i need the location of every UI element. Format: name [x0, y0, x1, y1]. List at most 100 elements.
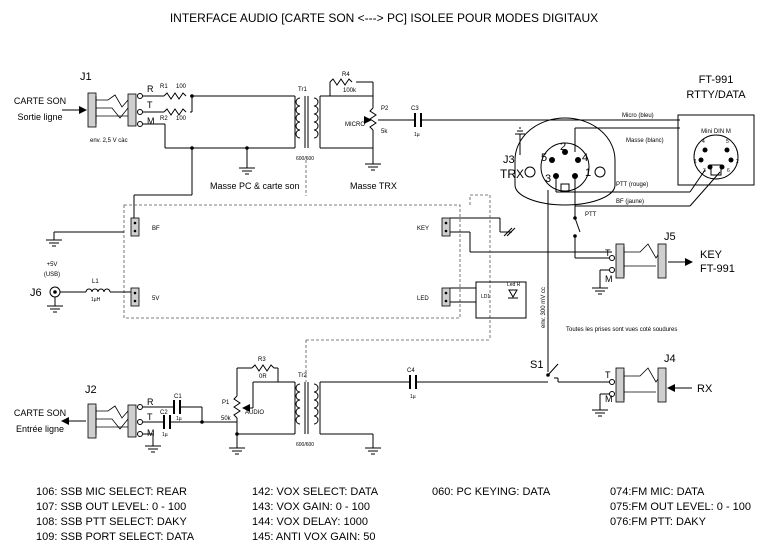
j2-sub: Entrée ligne — [16, 424, 64, 434]
settings-col-1: 106: SSB MIC SELECT: REAR 107: SSB OUT L… — [36, 486, 195, 543]
j1-jack — [62, 92, 137, 128]
setting-074: 074:FM MIC: DATA — [610, 486, 705, 498]
j5-pin-t: T — [605, 248, 611, 258]
led-name: Led R — [507, 282, 521, 288]
setting-106: 106: SSB MIC SELECT: REAR — [36, 486, 187, 498]
ac-level: env. 300 mV cc — [541, 287, 547, 328]
j4-pin-m: M — [605, 394, 613, 404]
j1-level: env. 2,5 V càc — [90, 138, 128, 144]
setting-145: 145: ANTI VOX GAIN: 50 — [252, 531, 376, 543]
p2-val: 5k — [381, 129, 388, 135]
j3-pin-5: 5 — [541, 152, 547, 164]
j1-name: CARTE SON — [14, 96, 66, 106]
setting-060: 060: PC KEYING: DATA — [432, 486, 551, 498]
p1-ref: P1 — [222, 400, 230, 406]
j5-ref: J5 — [664, 231, 676, 243]
l1-val: 1µH — [91, 297, 101, 303]
p1-potentiometer — [233, 395, 241, 419]
tr1-transformer — [294, 96, 321, 148]
j2-pin-m: M — [147, 428, 155, 438]
c4-val: 1µ — [410, 394, 416, 400]
j3-name: TRX — [500, 167, 524, 181]
l1-ref: L1 — [92, 279, 99, 285]
c2-ref: C2 — [160, 410, 168, 416]
j4-rx: RX — [697, 383, 713, 395]
r4-val: 100k — [343, 88, 357, 94]
j1-pin-t: T — [147, 100, 153, 110]
c1-ref: C1 — [174, 394, 182, 400]
c1-val: 1µ — [176, 416, 182, 422]
c4-ref: C4 — [407, 368, 415, 374]
ptt-switch — [574, 217, 581, 233]
p1-label: AUDIO — [245, 410, 264, 416]
j1-pin-m: M — [147, 116, 155, 126]
r2-resistor — [163, 108, 187, 116]
box-bf: BF — [152, 226, 160, 232]
j3-pin-3: 3 — [545, 173, 551, 185]
r3-val: 0R — [259, 374, 267, 380]
box-led: LED — [417, 296, 429, 302]
tr2-transformer — [294, 382, 321, 434]
note: Toutes les prises sont vues coté soudure… — [566, 327, 677, 333]
r3-ref: R3 — [258, 357, 266, 363]
tr1-ref: Tr1 — [298, 87, 307, 93]
j3-pin-4: 4 — [582, 152, 588, 164]
r3-resistor — [251, 364, 275, 372]
p2-ref: P2 — [381, 106, 389, 112]
j3-pin-2: 2 — [560, 141, 566, 153]
setting-107: 107: SSB OUT LEVEL: 0 - 100 — [36, 501, 186, 513]
masse-trx-label: Masse TRX — [350, 181, 397, 191]
j5-jack — [615, 243, 693, 279]
c3-val: 1µ — [414, 132, 420, 138]
box-key: KEY — [417, 226, 429, 232]
j4-ref: J4 — [664, 353, 676, 365]
c2-val: 1µ — [162, 432, 168, 438]
setting-109: 109: SSB PORT SELECT: DATA — [36, 531, 195, 543]
j3-din-connector — [514, 117, 616, 206]
cable-bf: BF (jaune) — [616, 199, 644, 205]
box-5v: 5V — [152, 296, 159, 302]
p1-val: 50k — [221, 416, 232, 422]
masse-pc-label: Masse PC & carte son — [210, 181, 300, 191]
j1-pin-r: R — [147, 84, 154, 94]
p2-potentiometer — [369, 107, 377, 131]
r4-resistor — [329, 78, 353, 86]
radio-model: FT-991 — [699, 74, 734, 86]
setting-076: 076:FM PTT: DAKY — [610, 516, 707, 528]
r1-resistor — [163, 92, 187, 100]
r2-ref: R2 — [160, 116, 168, 122]
tr2-val: 600/600 — [296, 442, 314, 448]
j6-ref: J6 — [30, 287, 42, 299]
j3-ref: J3 — [503, 154, 515, 166]
j2-jack — [61, 403, 137, 439]
mini-din-pin-6: 6 — [727, 168, 730, 174]
j2-name: CARTE SON — [14, 408, 66, 418]
mini-din-label: Mini DIN M — [701, 129, 731, 135]
tr1-val: 600/600 — [296, 156, 314, 162]
mini-din-pin-1: 1 — [694, 159, 697, 165]
c3-ref: C3 — [411, 106, 419, 112]
j1-ref: J1 — [80, 71, 92, 83]
setting-142: 142: VOX SELECT: DATA — [252, 486, 379, 498]
j5-key: KEY — [700, 249, 723, 261]
r4-ref: R4 — [342, 72, 350, 78]
mini-din-connector — [677, 114, 755, 186]
r1-ref: R1 — [160, 84, 168, 90]
cable-masse: Masse (blanc) — [626, 138, 664, 144]
mini-din-pin-4: 4 — [702, 139, 705, 145]
radio-mode: RTTY/DATA — [686, 89, 746, 101]
led-box — [475, 281, 527, 319]
j3-pin-1: 1 — [585, 167, 591, 179]
j6-supply: +5V — [47, 262, 58, 268]
j2-ref: J2 — [85, 384, 97, 396]
led-diode — [508, 289, 518, 299]
settings-col-2: 142: VOX SELECT: DATA 143: VOX GAIN: 0 -… — [252, 486, 379, 543]
settings-col-4: 074:FM MIC: DATA 075:FM OUT LEVEL: 0 - 1… — [610, 486, 751, 528]
settings-col-3: 060: PC KEYING: DATA — [432, 486, 551, 498]
s1-ref: S1 — [530, 359, 543, 371]
cable-micro: Micro (bleu) — [622, 113, 654, 119]
ptt-label: PTT — [585, 212, 597, 218]
setting-144: 144: VOX DELAY: 1000 — [252, 516, 368, 528]
setting-075: 075:FM OUT LEVEL: 0 - 100 — [610, 501, 751, 513]
